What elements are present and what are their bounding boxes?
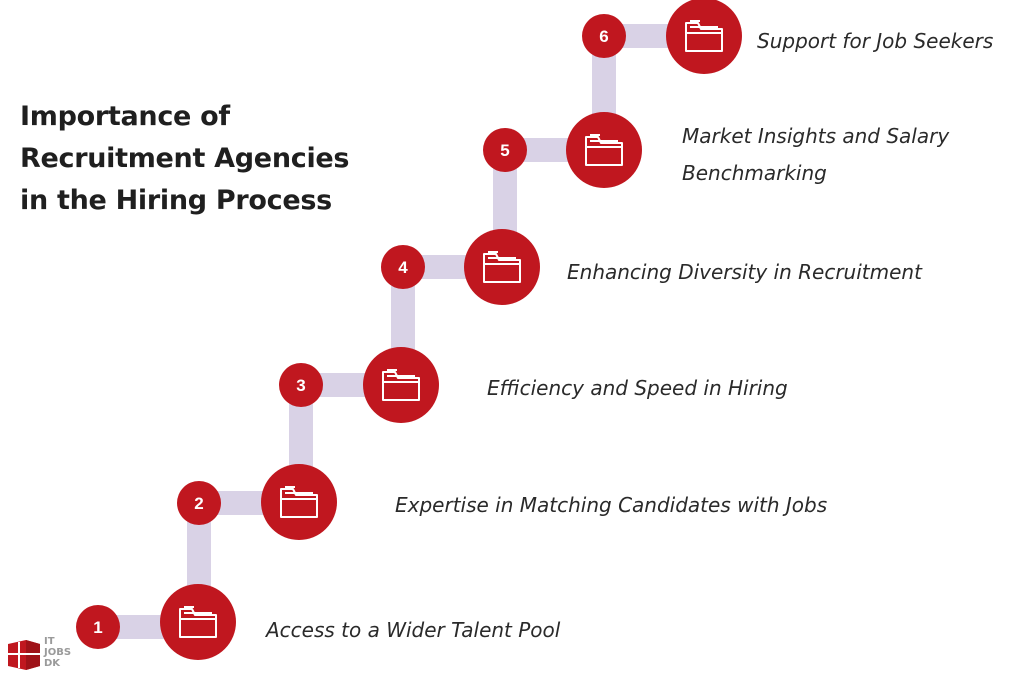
step-number-badge: 2 [177,481,221,525]
step-label: Enhancing Diversity in Recruitment [567,260,922,284]
folder-icon [179,606,217,638]
step-label: Market Insights and Salary Benchmarking [682,124,950,185]
step-number: 6 [599,27,608,46]
step-icon-circle [363,347,439,423]
folder-icon [382,369,420,401]
step-number: 2 [194,494,203,513]
step-number: 5 [500,141,509,160]
step-number: 1 [93,618,102,637]
step-label: Expertise in Matching Candidates with Jo… [395,493,828,517]
folder-icon [585,134,623,166]
step-icon-circle [566,112,642,188]
folder-icon [483,251,521,283]
step-label: Efficiency and Speed in Hiring [487,376,788,400]
folder-icon [280,486,318,518]
folder-icon [685,20,723,52]
logo-text: IT JOBS DK [44,636,72,669]
step-icon-circle [464,229,540,305]
step-label: Support for Job Seekers [757,29,994,53]
step-number-badge: 4 [381,245,425,289]
step-icon-circle [160,584,236,660]
step-label: Access to a Wider Talent Pool [266,618,561,642]
step-number: 3 [296,376,305,395]
step-number-badge: 3 [279,363,323,407]
page-title: Importance of Recruitment Agencies in th… [20,101,350,216]
step-number: 4 [398,258,408,277]
step-number-badge: 6 [582,14,626,58]
step-number-badge: 5 [483,128,527,172]
step-icon-circle [666,0,742,74]
step-number-badge: 1 [76,605,120,649]
logo-icon [8,640,40,670]
step-icon-circle [261,464,337,540]
